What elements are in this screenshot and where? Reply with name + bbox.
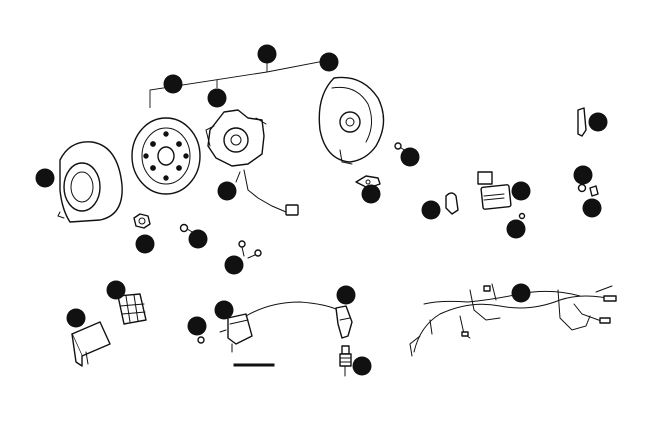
rectifier-part [117,293,147,325]
stator-plate-part [318,76,385,165]
tool-bar-part [233,363,275,367]
callout-marker [361,184,381,204]
clamp-part [445,192,459,215]
callout-marker [187,316,207,336]
callout-marker [66,308,86,328]
callout-marker [257,44,277,64]
callout-marker [214,300,234,320]
callout-marker [217,181,237,201]
callout-marker [163,74,183,94]
callout-marker [336,285,356,305]
small-screw-part [518,212,526,220]
callout-marker [319,52,339,72]
callout-marker [135,234,155,254]
stator-part [205,109,299,216]
relay-part [477,171,512,210]
spark-plug-part [339,345,352,377]
bulb-part [577,107,587,137]
callout-marker [511,283,531,303]
callout-marker [421,200,441,220]
cdi-unit-part [71,321,111,367]
callout-markers [35,44,608,376]
washers-part [577,183,599,197]
callout-marker [35,168,55,188]
spark-plug-cap-part [335,305,353,339]
callout-marker [352,356,372,376]
ignition-coil-part [197,301,339,353]
callout-marker [106,280,126,300]
screws-part [238,240,262,259]
callout-marker [188,229,208,249]
callout-marker [400,147,420,167]
cover-part [57,141,123,223]
callout-marker [506,219,526,239]
callout-marker [511,181,531,201]
callout-marker [588,112,608,132]
callout-marker [573,165,593,185]
wiring-harness-part [409,283,617,357]
flywheel-part [131,117,201,195]
callout-marker [582,198,602,218]
nut-part [133,213,151,229]
callout-marker [207,88,227,108]
callout-marker [224,255,244,275]
